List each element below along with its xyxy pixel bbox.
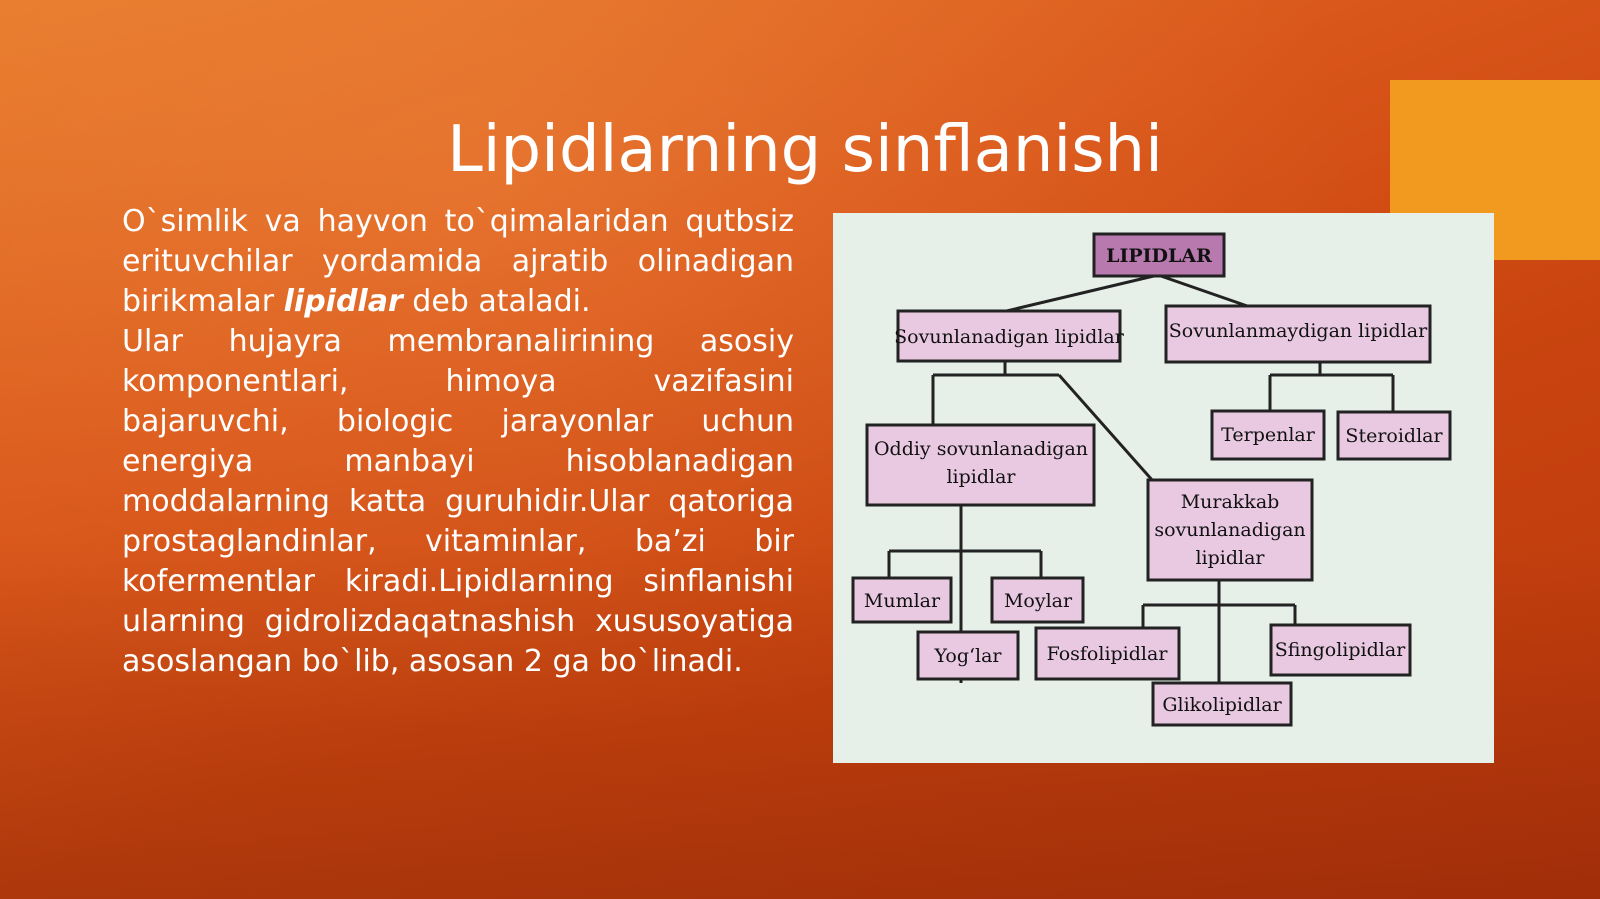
emphasis-lipidlar: lipidlar [283,284,403,319]
node-glycolipids-box [1151,681,1293,727]
paragraph-definition-end: deb ataladi. [402,284,591,319]
node-nonsaponifiable-label: Sovunlanmaydigan lipidlar [1169,320,1428,342]
node-phospholipids-box [1034,626,1181,681]
node-steroids-label: Steroidlar [1345,425,1443,447]
node-steroids-box [1336,410,1452,461]
node-waxes-label: Mumlar [864,590,941,612]
node-complex-box [1146,478,1314,582]
paragraph-description: Ular hujayra membranalirining asosiy kom… [122,324,794,679]
paragraph-definition: O`simlik va hayvon to`qimalaridan qutbsi… [122,202,794,322]
node-fats-box [916,630,1020,681]
node-saponifiable-box [896,309,1122,363]
connector-nonsaponifiable-children [1268,362,1395,411]
connector-simple-children [887,504,1043,683]
diagram-svg: LIPIDLAR Sovunlanadigan lipidlar Sovunla… [851,232,1452,727]
diagram-connectors [887,273,1395,683]
paragraph-definition-start: O`simlik va hayvon to`qimalaridan qutbsi… [122,204,794,319]
node-fats-label: Yog‘lar [933,645,1002,667]
connector-saponifiable-complex [1057,374,1155,482]
node-oils-box [990,576,1085,624]
node-terpenes-label: Terpenlar [1221,424,1316,446]
node-simple-box [865,423,1096,507]
node-simple-label-line1: Oddiy sovunlanadigan [874,438,1088,460]
connector-root-saponifiable [997,273,1159,315]
node-waxes-box [851,576,953,624]
body-text: O`simlik va hayvon to`qimalaridan qutbsi… [122,202,794,682]
node-complex-label-line1: Murakkab [1181,491,1280,513]
node-root-label: LIPIDLAR [1106,245,1212,267]
node-complex-label-line3: lipidlar [1195,547,1265,569]
node-oils-label: Moylar [1004,590,1073,612]
connector-complex-children [1141,579,1297,683]
node-nonsaponifiable-box [1164,304,1432,364]
connector-saponifiable-simple [931,361,1059,425]
node-saponifiable-label: Sovunlanadigan lipidlar [894,326,1125,348]
lipid-classification-diagram: LIPIDLAR Sovunlanadigan lipidlar Sovunla… [833,213,1494,763]
node-phospholipids-label: Fosfolipidlar [1047,643,1169,665]
node-glycolipids-label: Glikolipidlar [1162,694,1282,716]
node-sphingolipids-box [1269,623,1412,677]
node-root-box [1092,232,1226,278]
connector-root-nonsaponifiable [1157,273,1254,310]
node-terpenes-box [1210,409,1326,461]
node-simple-label-line2: lipidlar [946,466,1016,488]
slide-title: Lipidlarning sinflanishi [447,113,1163,187]
node-sphingolipids-label: Sfingolipidlar [1275,639,1406,661]
node-complex-label-line2: sovunlanadigan [1154,519,1305,541]
